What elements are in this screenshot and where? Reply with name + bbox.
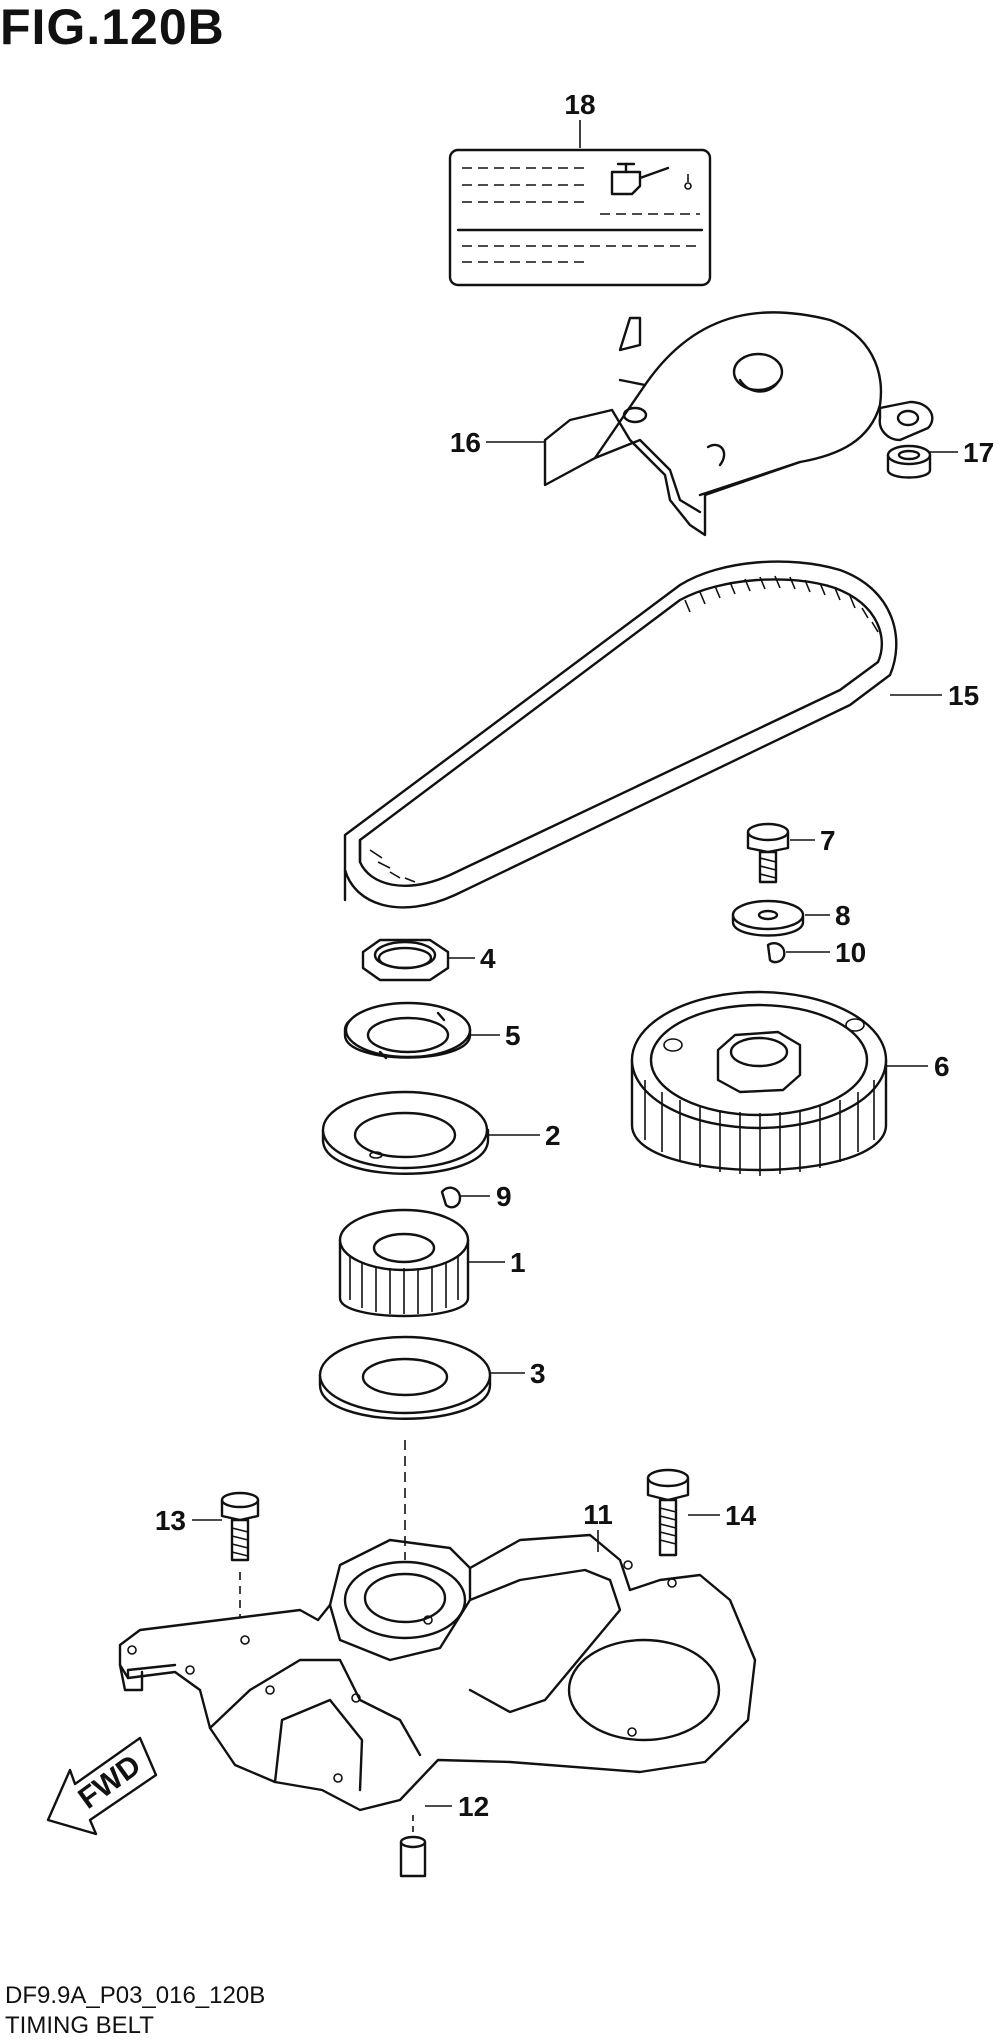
figure-code: DF9.9A_P03_016_120B xyxy=(5,1982,266,2009)
callout-6: 6 xyxy=(934,1051,950,1082)
part-17-grommet xyxy=(878,400,934,479)
part-3-washer xyxy=(318,1335,492,1420)
callout-18: 18 xyxy=(564,89,595,120)
part-5-lock-plate xyxy=(343,1001,472,1060)
part-10-key xyxy=(766,942,786,964)
callout-8: 8 xyxy=(835,900,851,931)
callout-15: 15 xyxy=(948,680,979,711)
part-4-nut xyxy=(361,938,450,982)
fwd-arrow-icon xyxy=(46,1736,158,1836)
callout-2: 2 xyxy=(545,1120,561,1151)
part-18-label xyxy=(448,148,712,287)
callout-13: 13 xyxy=(155,1505,186,1536)
part-6-cam-pulley xyxy=(630,990,888,1176)
callout-5: 5 xyxy=(505,1020,521,1051)
part-8-washer xyxy=(731,899,805,937)
figure-caption: TIMING BELT xyxy=(5,2012,154,2039)
part-2-washer xyxy=(321,1090,490,1175)
part-1-crank-sprocket xyxy=(338,1208,470,1318)
part-12-dowel-pin xyxy=(399,1815,427,1878)
callout-16: 16 xyxy=(450,427,481,458)
callout-12: 12 xyxy=(458,1791,489,1822)
callout-11: 11 xyxy=(583,1499,613,1530)
figure-title: FIG.120B xyxy=(0,0,225,55)
callout-1: 1 xyxy=(510,1247,526,1278)
part-11-housing xyxy=(118,1440,757,1812)
part-13-bolt xyxy=(220,1491,260,1620)
part-7-bolt xyxy=(746,822,790,884)
callout-14: 14 xyxy=(725,1500,757,1531)
part-9-key xyxy=(440,1186,462,1209)
oil-can-icon xyxy=(610,162,692,196)
callout-7: 7 xyxy=(820,825,836,856)
part-16-belt-cover xyxy=(543,311,883,537)
callout-9: 9 xyxy=(496,1181,512,1212)
callout-10: 10 xyxy=(835,937,866,968)
callout-3: 3 xyxy=(530,1358,546,1389)
callout-17: 17 xyxy=(963,437,994,468)
leader-lines xyxy=(192,120,958,1807)
part-15-timing-belt xyxy=(343,560,898,909)
part-14-bolt xyxy=(646,1468,690,1557)
callout-4: 4 xyxy=(480,943,496,974)
